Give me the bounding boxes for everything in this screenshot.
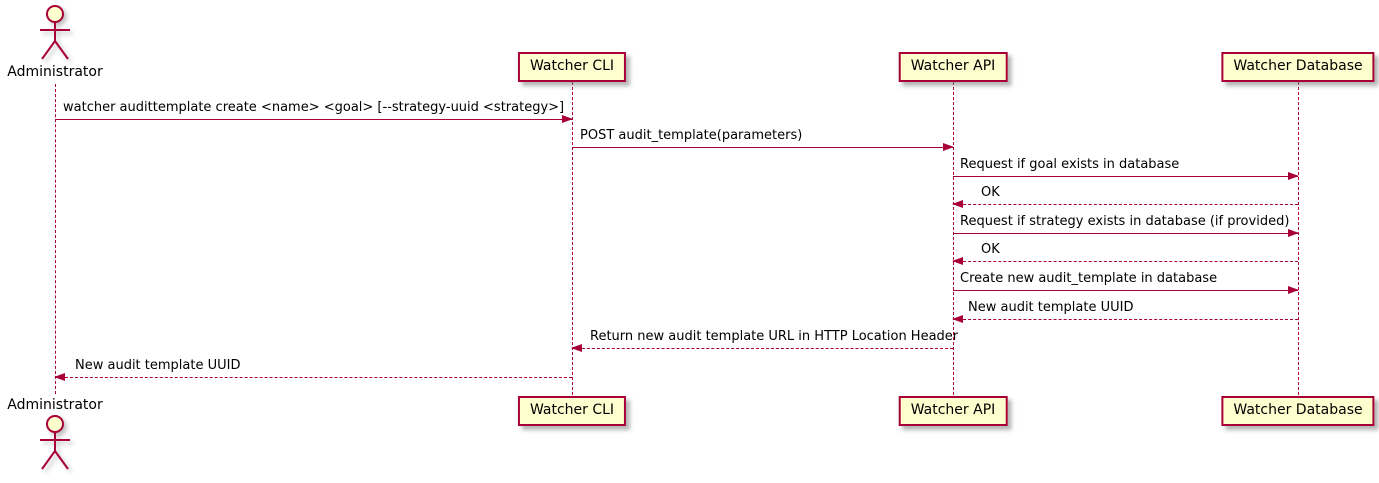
message-label: New audit template UUID xyxy=(75,358,241,373)
lifeline-administrator xyxy=(55,84,56,394)
participant-watcher-database-bottom: Watcher Database xyxy=(1221,396,1375,426)
message-new-uuid-to-admin: New audit template UUID xyxy=(54,358,572,381)
message-arrow xyxy=(54,373,572,381)
message-arrow xyxy=(952,257,1298,265)
message-request-strategy-exists: Request if strategy exists in database (… xyxy=(953,214,1299,237)
message-label: Return new audit template URL in HTTP Lo… xyxy=(590,329,959,344)
message-label: Request if strategy exists in database (… xyxy=(960,214,1290,229)
message-label: New audit template UUID xyxy=(968,300,1134,315)
message-post-audit-template: POST audit_template(parameters) xyxy=(572,128,954,151)
message-new-uuid-from-db: New audit template UUID xyxy=(952,300,1298,323)
message-label: OK xyxy=(981,242,1000,257)
message-arrow xyxy=(952,200,1298,208)
message-label: Create new audit_template in database xyxy=(960,271,1218,286)
lifeline-watcher-api xyxy=(953,82,954,395)
message-create-audit-template-db: Create new audit_template in database xyxy=(953,271,1299,294)
lifeline-watcher-database xyxy=(1298,82,1299,395)
message-arrow xyxy=(953,229,1299,237)
participant-watcher-api-top: Watcher API xyxy=(898,52,1008,82)
message-arrow xyxy=(572,143,954,151)
actor-label-top: Administrator xyxy=(7,64,103,80)
lifeline-watcher-cli xyxy=(572,82,573,395)
message-arrow xyxy=(953,172,1299,180)
message-label: Request if goal exists in database xyxy=(960,157,1180,172)
message-label: POST audit_template(parameters) xyxy=(580,128,803,143)
message-create-audittemplate: watcher audittemplate create <name> <goa… xyxy=(55,100,573,123)
participant-watcher-cli-bottom: Watcher CLI xyxy=(517,396,627,426)
message-arrow xyxy=(55,115,573,123)
message-arrow xyxy=(953,286,1299,294)
actor-icon-bottom xyxy=(34,414,76,476)
message-return-url-location-header: Return new audit template URL in HTTP Lo… xyxy=(571,329,959,352)
participant-watcher-cli-top: Watcher CLI xyxy=(517,52,627,82)
participant-watcher-api-bottom: Watcher API xyxy=(898,396,1008,426)
message-ok-strategy: OK xyxy=(952,242,1298,265)
message-request-goal-exists: Request if goal exists in database xyxy=(953,157,1299,180)
message-arrow xyxy=(952,315,1298,323)
actor-icon-top xyxy=(34,4,76,66)
participant-watcher-database-top: Watcher Database xyxy=(1221,52,1375,82)
message-arrow xyxy=(571,344,953,352)
message-label: watcher audittemplate create <name> <goa… xyxy=(63,100,565,115)
message-ok-goal: OK xyxy=(952,185,1298,208)
actor-label-bottom: Administrator xyxy=(7,397,103,413)
message-label: OK xyxy=(981,185,1000,200)
